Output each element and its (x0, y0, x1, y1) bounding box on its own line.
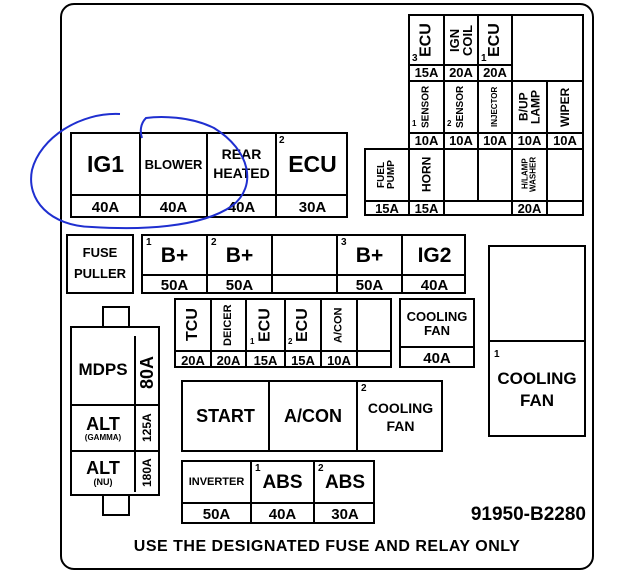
cooling-fan-relay-1-number: 1 (494, 349, 500, 360)
small-fuse-row (174, 298, 392, 368)
fuse-abs-1-number: 1 (255, 463, 261, 474)
left-block-tab-bottom (102, 494, 130, 516)
fuse-horn-amp: 15A (414, 200, 439, 216)
fuse-ecu-3-number: 3 (412, 53, 418, 64)
cooling-fan-fuse (399, 298, 475, 368)
fuse-ecu-s2-amp: 15A (291, 352, 315, 368)
fuse-puller-slot (66, 234, 134, 294)
fuse-ecu-s1-number: 1 (250, 337, 255, 346)
fuse-bplus-2-number: 2 (211, 237, 217, 248)
fuse-sensor-2-number: 2 (447, 119, 452, 128)
fuse-rear-heated-amp: 40A (227, 198, 256, 216)
fuse-hlamp-washer-amp: 20A (517, 200, 542, 216)
fuse-inverter-label: INVERTER (188, 475, 245, 488)
fuse-alt-nu-sub: (NU) (93, 476, 113, 487)
fuse-bplus-1-amp: 50A (160, 276, 189, 294)
fuse-bup-lamp-amp: 10A (517, 132, 542, 148)
fuse-ign-coil-label: IGN COIL (447, 24, 475, 56)
fuse-injector-label: INJECTOR (490, 86, 499, 128)
b-plus-fuse-row (141, 234, 466, 294)
fuse-ecu-2-label: ECU (288, 150, 337, 177)
fuse-tcu-label: TCU (184, 308, 201, 342)
fuse-abs-1-label: ABS (262, 471, 303, 493)
fuse-sensor-1-number: 1 (412, 119, 417, 128)
fuse-ecu-3-amp: 15A (414, 64, 439, 80)
bottom-fuse-row (181, 460, 375, 524)
fuse-fuel-pump-label: FUEL PUMP (376, 160, 397, 190)
fuse-blower-label: BLOWER (144, 156, 203, 172)
part-number: 91950-B2280 (470, 503, 586, 525)
acon-relay-label: A/CON (284, 406, 342, 426)
fuse-wiper-label: WIPER (558, 87, 572, 127)
fuse-mdps-label: MDPS (78, 359, 128, 379)
fuse-alt-nu: ALT (NU) (72, 452, 134, 494)
fuse-rear-heated-label: REAR HEATED (213, 146, 270, 181)
fuse-abs-2-label: ABS (324, 471, 366, 493)
fuse-horn-label: HORN (419, 156, 434, 192)
fuse-deicer-label: DEICER (222, 304, 234, 346)
fuse-box-frame (60, 3, 594, 570)
fuse-alt-gamma: ALT (GAMMA) (72, 408, 134, 450)
fuse-ig1-amp: 40A (91, 198, 120, 216)
cooling-fan-fuse-amp: 40A (423, 349, 451, 367)
fuse-abs-1-amp: 40A (268, 505, 297, 523)
fuse-deicer-amp: 20A (216, 352, 241, 368)
start-relay-label: START (196, 406, 255, 426)
fuse-inverter-amp: 50A (202, 505, 231, 523)
fuse-ig2-label: IG2 (417, 243, 452, 267)
fuse-bplus-3-number: 3 (341, 237, 347, 248)
fuse-bplus-1-label: B+ (160, 243, 189, 267)
fuse-ig2-amp: 40A (420, 276, 449, 294)
fuse-bplus-3-label: B+ (355, 243, 384, 267)
fuse-sensor-2-amp: 10A (449, 132, 473, 148)
cooling-fan-relay-2-label: COOLING FAN (367, 399, 434, 434)
fuse-acon-small-amp: 10A (327, 352, 351, 368)
fuse-alt-gamma-label: ALT (86, 414, 120, 435)
fuse-bplus-1-number: 1 (146, 237, 152, 248)
fuse-ign-coil-amp: 20A (449, 64, 473, 80)
fuse-ecu-s2-label: ECU (294, 308, 311, 342)
fuse-bup-lamp-label: B/UP LAMP (516, 90, 543, 124)
fuse-alt-gamma-amp: 125A (140, 413, 154, 443)
footer-notice: USE THE DESIGNATED FUSE AND RELAY ONLY (133, 538, 521, 555)
fuse-ecu-s2-number: 2 (288, 337, 293, 346)
fuse-alt-nu-label: ALT (86, 457, 120, 478)
left-fusible-link-block (70, 326, 160, 496)
fuse-ecu-2-number: 2 (279, 135, 285, 146)
fuse-acon-small-label: A/CON (332, 307, 345, 343)
fuse-fuel-pump-amp: 15A (375, 200, 399, 216)
fuse-sensor-1-amp: 10A (414, 132, 439, 148)
fuse-puller-label: FUSE PULLER (74, 245, 126, 281)
fuse-alt-gamma-sub: (GAMMA) (84, 433, 122, 443)
fuse-ig1-label: IG1 (86, 150, 125, 177)
fuse-ecu-s1-label: ECU (256, 308, 274, 342)
fuse-abs-2-amp: 30A (331, 505, 359, 523)
fuse-bplus-2-amp: 50A (225, 276, 254, 294)
fuse-ecu-2-amp: 30A (298, 198, 327, 216)
fuse-tcu-amp: 20A (181, 352, 205, 368)
fuse-mdps-amp: 80A (137, 355, 157, 389)
fuse-alt-nu-amp: 180A (140, 458, 154, 488)
fuse-ecu-s1-amp: 15A (253, 352, 278, 368)
left-block-tab-top (102, 306, 130, 328)
fuse-bplus-2-label: B+ (225, 243, 254, 267)
top-right-fuse-block (408, 14, 584, 216)
fuel-pump-fuse-slot (364, 148, 410, 216)
fuse-abs-2-number: 2 (318, 463, 324, 474)
fuse-bplus-3-amp: 50A (355, 276, 384, 294)
cooling-fan-relay-2-number: 2 (361, 383, 367, 394)
fuse-blower-amp: 40A (159, 198, 188, 216)
fuse-ecu-1-top-amp: 20A (483, 64, 507, 80)
cooling-fan-relay-1-label: COOLING FAN (497, 368, 577, 410)
fuse-wiper-amp: 10A (553, 132, 577, 148)
fuse-ecu-1-number: 1 (481, 53, 487, 64)
relay-row (181, 380, 443, 452)
fuse-injector-amp: 10A (483, 132, 507, 148)
cooling-fan-fuse-label: COOLING FAN (406, 308, 468, 338)
fuse-hlamp-washer-label: H/LAMP WASHER (520, 156, 538, 192)
